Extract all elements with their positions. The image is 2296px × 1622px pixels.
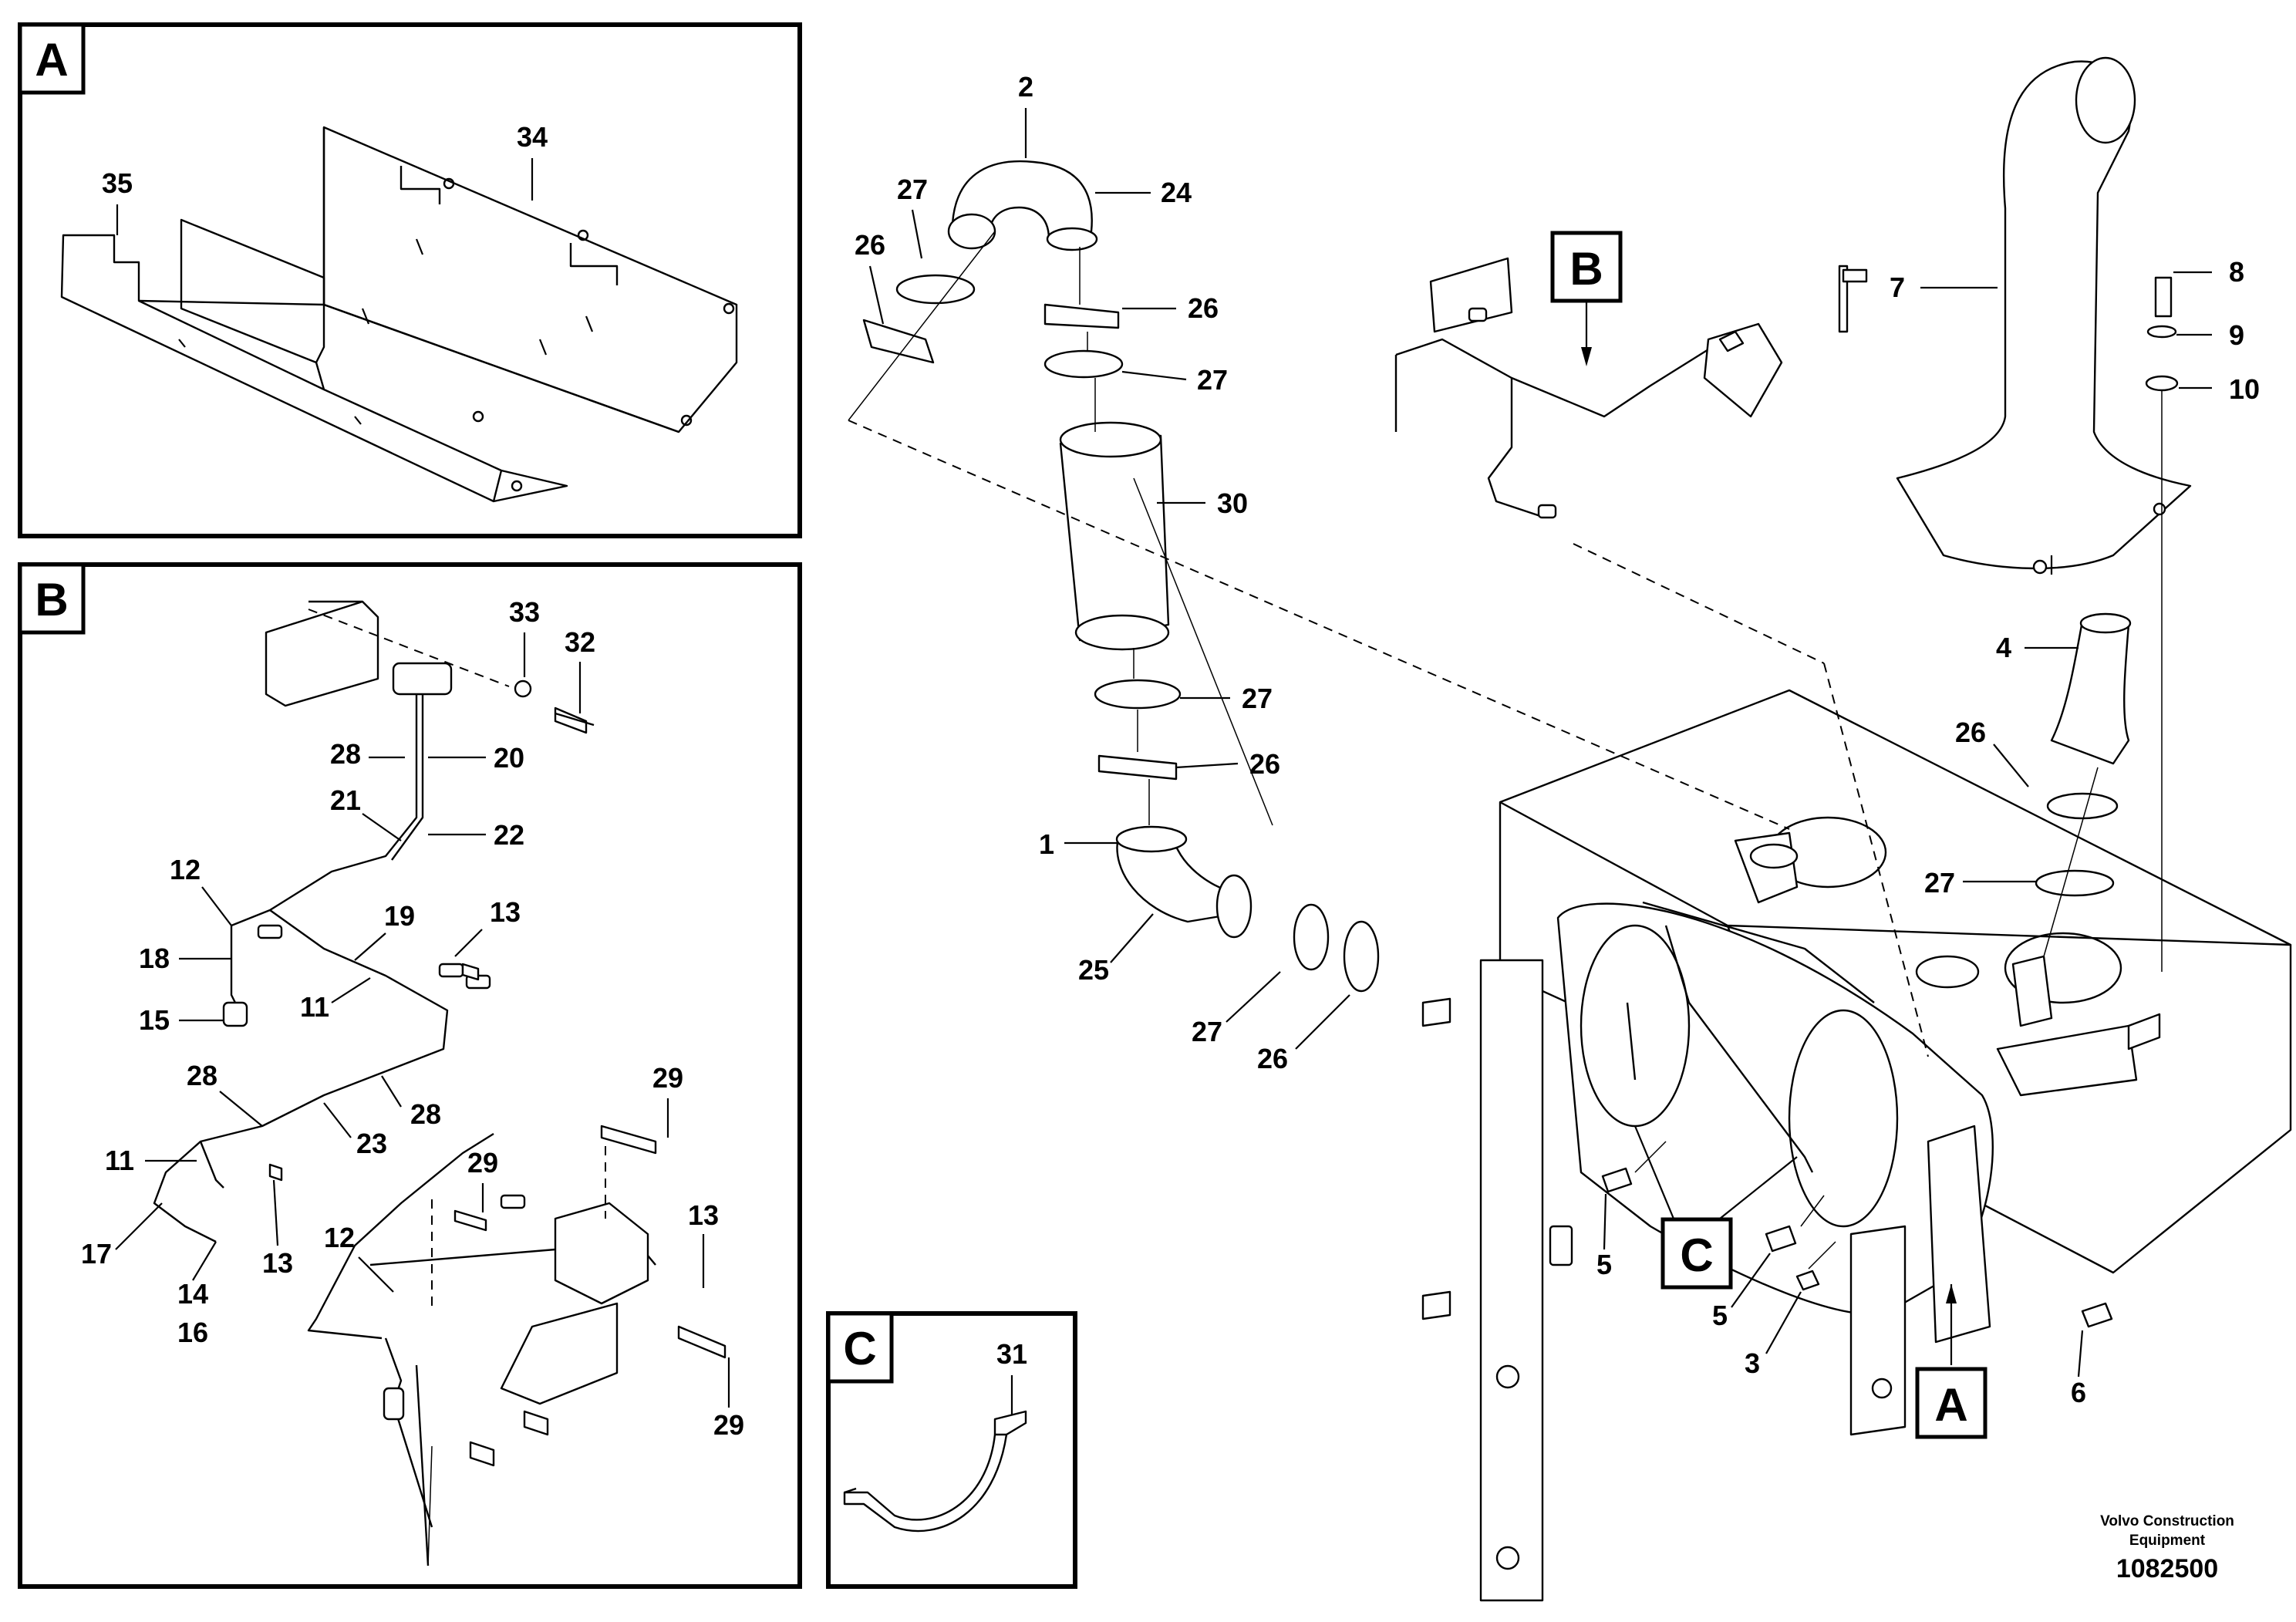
callout-26d: 26 — [1257, 1043, 1288, 1074]
callout-11b: 11 — [105, 1145, 134, 1176]
callout-8: 8 — [2229, 256, 2244, 288]
callout-27e: 27 — [1924, 867, 1955, 899]
callout-12: 12 — [170, 854, 201, 885]
view-tag-b: B — [1569, 243, 1603, 295]
panel-a: A 35 34 — [18, 22, 802, 538]
frame-structure — [1421, 689, 2292, 1602]
callout-1: 1 — [1039, 828, 1054, 860]
view-tag-b-box — [1550, 231, 1623, 303]
panel-c-frame — [826, 1311, 1077, 1589]
callout-13: 13 — [490, 896, 521, 928]
callout-13b: 13 — [262, 1247, 293, 1279]
drawing-number: 1082500 — [2116, 1554, 2218, 1583]
callout-21: 21 — [330, 784, 361, 816]
callout-10: 10 — [2229, 373, 2260, 405]
callout-22: 22 — [494, 819, 524, 851]
bolts-drawing — [1601, 1141, 2113, 1328]
callout-19: 19 — [384, 900, 415, 932]
panel-b: B — [18, 562, 802, 1589]
callout-13c: 13 — [688, 1199, 719, 1231]
callout-9: 9 — [2229, 319, 2244, 351]
callout-18: 18 — [139, 943, 170, 974]
callout-25: 25 — [1078, 954, 1109, 986]
callout-28: 28 — [330, 738, 361, 770]
callout-33: 33 — [509, 596, 540, 628]
callout-29c: 29 — [713, 1409, 744, 1441]
callout-24: 24 — [1161, 177, 1192, 208]
brand-line-2: Equipment — [2129, 1533, 2206, 1549]
panel-a-frame — [18, 22, 802, 538]
view-tag-c: C — [1680, 1229, 1713, 1281]
callout-15: 15 — [139, 1004, 170, 1036]
callout-26e: 26 — [1955, 717, 1986, 748]
callout-11: 11 — [300, 991, 329, 1023]
callout-28c: 28 — [410, 1098, 441, 1130]
callout-26c: 26 — [1249, 748, 1280, 780]
view-tag-a: A — [1934, 1379, 1967, 1431]
callout-27d: 27 — [1192, 1016, 1222, 1047]
callout-7: 7 — [1890, 271, 1905, 303]
main-harness-drawing — [848, 257, 1929, 1057]
footer: Volvo Construction Equipment 1082500 — [2100, 1513, 2234, 1583]
clamp-drawing — [843, 1410, 1027, 1533]
callout-23: 23 — [356, 1128, 387, 1159]
callout-27a: 27 — [897, 174, 928, 205]
callout-35: 35 — [102, 167, 133, 199]
callout-6: 6 — [2071, 1377, 2086, 1408]
view-tag-c-box — [1660, 1217, 1733, 1290]
callout-29a: 29 — [652, 1062, 683, 1094]
callout-2: 2 — [1018, 71, 1033, 103]
panel-b-letter: B — [35, 574, 68, 626]
panel-b-frame — [18, 562, 802, 1589]
callout-27c: 27 — [1242, 683, 1273, 714]
callout-26b: 26 — [1188, 292, 1219, 324]
callout-31: 31 — [996, 1338, 1027, 1370]
panel-c-letter: C — [843, 1323, 876, 1374]
harness-drawing — [153, 600, 727, 1566]
callout-12b: 12 — [324, 1222, 355, 1253]
callout-20: 20 — [494, 742, 524, 774]
callout-29b: 29 — [467, 1147, 498, 1179]
view-tag-a-box — [1915, 1367, 1988, 1439]
stack-drawing — [1838, 56, 2192, 972]
callout-16: 16 — [177, 1317, 208, 1348]
main-assembly: B A C 2 27 24 26 26 27 30 27 26 1 25 27 — [848, 56, 2292, 1602]
heat-shield-drawing — [60, 126, 738, 503]
brand-line-1: Volvo Construction — [2100, 1513, 2234, 1529]
callout-5a: 5 — [1596, 1249, 1612, 1280]
callout-3: 3 — [1745, 1347, 1760, 1379]
panel-a-letter: A — [35, 34, 68, 86]
panel-b-tag-box — [18, 562, 86, 635]
callout-30: 30 — [1217, 487, 1248, 519]
callout-27b: 27 — [1197, 364, 1228, 396]
callout-28b: 28 — [187, 1060, 217, 1091]
panel-c-tag-box — [826, 1311, 894, 1384]
callout-32: 32 — [565, 626, 595, 658]
exhaust-pipe-drawing — [848, 160, 1380, 993]
panel-a-tag-box — [18, 22, 86, 95]
callout-4: 4 — [1996, 632, 2011, 663]
callout-17: 17 — [81, 1238, 112, 1270]
callout-26a: 26 — [855, 229, 885, 261]
callout-34: 34 — [517, 121, 548, 153]
callout-5b: 5 — [1712, 1300, 1728, 1331]
callout-14: 14 — [177, 1278, 208, 1310]
panel-c: C 31 — [826, 1311, 1077, 1589]
